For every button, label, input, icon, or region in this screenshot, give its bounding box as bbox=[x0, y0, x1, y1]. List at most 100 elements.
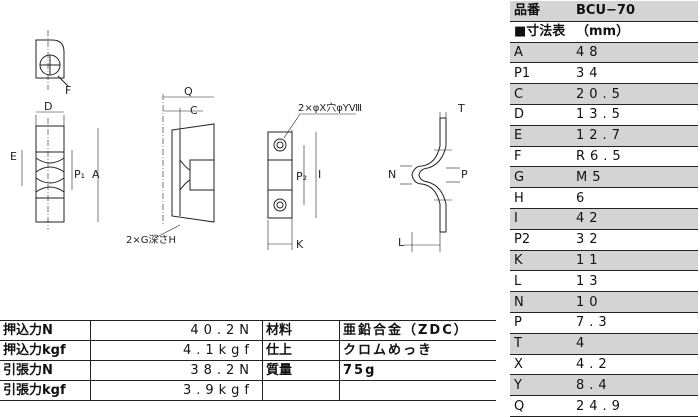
top-view bbox=[35, 30, 69, 90]
dimension-key: E bbox=[510, 125, 572, 147]
dimension-key: N bbox=[510, 291, 572, 313]
label-D: D bbox=[44, 100, 52, 113]
dimension-key: P1 bbox=[510, 62, 572, 85]
dimension-value: 7.3 bbox=[572, 312, 698, 334]
dimension-value: 24.9 bbox=[572, 395, 698, 417]
dimension-value: 20.5 bbox=[572, 83, 698, 105]
dims-header-row: ■寸法表 （mm） bbox=[510, 21, 698, 43]
dimension-key: I bbox=[510, 208, 572, 230]
label-A: A bbox=[92, 168, 100, 181]
dimension-value: 6 bbox=[572, 187, 698, 209]
side-view-middle bbox=[154, 94, 215, 239]
spec-label: 材料 bbox=[262, 320, 340, 341]
dimension-value: 34 bbox=[572, 62, 698, 85]
dimension-value: M5 bbox=[572, 166, 698, 189]
spec-value: 75g bbox=[339, 360, 496, 381]
dimension-value: 11 bbox=[572, 250, 698, 272]
label-hole: 2×φX穴φYⅧ bbox=[298, 101, 362, 114]
label-P1: P₁ bbox=[74, 168, 85, 181]
dimension-value: 4 bbox=[572, 333, 698, 355]
label-I: I bbox=[318, 168, 321, 181]
label-N: N bbox=[388, 168, 396, 181]
label-Q: Q bbox=[184, 85, 193, 98]
property-label: 押込力kgf bbox=[0, 340, 91, 361]
label-L: L bbox=[398, 236, 405, 249]
dimension-value: 13.5 bbox=[572, 104, 698, 126]
property-value: 4.1kgf bbox=[90, 340, 263, 361]
product-label: 品番 bbox=[510, 1, 572, 22]
dimension-value: 48 bbox=[572, 42, 698, 64]
dimension-key: A bbox=[510, 42, 572, 64]
dimension-key: C bbox=[510, 83, 572, 105]
label-T: T bbox=[457, 102, 465, 115]
dimension-value: 13 bbox=[572, 270, 698, 293]
label-C: C bbox=[190, 104, 198, 117]
property-label: 押込力N bbox=[0, 320, 91, 341]
product-code: BCU−70 bbox=[572, 1, 698, 22]
back-view bbox=[267, 113, 356, 250]
product-row: 品番 BCU−70 bbox=[510, 1, 698, 22]
label-E: E bbox=[10, 150, 17, 163]
dimension-key: L bbox=[510, 270, 572, 293]
property-label: 引張力N bbox=[0, 360, 91, 381]
dimension-key: G bbox=[510, 166, 572, 189]
dims-label: ■寸法表 bbox=[510, 21, 572, 43]
profile-view-right bbox=[400, 112, 460, 252]
spec-value bbox=[339, 380, 496, 401]
dimension-key: H bbox=[510, 187, 572, 209]
dimension-key: K bbox=[510, 250, 572, 272]
dimension-value: 42 bbox=[572, 208, 698, 230]
label-P2: P₂ bbox=[296, 170, 307, 183]
label-G: 2×G深さH bbox=[126, 234, 176, 246]
dimension-key: P bbox=[510, 312, 572, 334]
spec-label bbox=[262, 380, 340, 401]
dimension-value: 4.2 bbox=[572, 354, 698, 376]
dimension-value: 8.4 bbox=[572, 374, 698, 397]
dimension-key: P2 bbox=[510, 229, 572, 251]
dimension-value: 10 bbox=[572, 291, 698, 313]
spec-label: 仕上 bbox=[262, 340, 340, 361]
dimension-value: R6.5 bbox=[572, 146, 698, 168]
dimension-key: Y bbox=[510, 374, 572, 397]
dimension-key: X bbox=[510, 354, 572, 376]
dimension-key: Q bbox=[510, 395, 572, 417]
spec-value: クロムめっき bbox=[339, 340, 496, 361]
dimension-key: D bbox=[510, 104, 572, 126]
dimension-value: 12.7 bbox=[572, 125, 698, 147]
property-label: 引張力kgf bbox=[0, 380, 91, 401]
property-value: 38.2N bbox=[90, 360, 263, 381]
property-value: 3.9kgf bbox=[90, 380, 263, 401]
dimension-value: 32 bbox=[572, 229, 698, 251]
unit-label: （mm） bbox=[572, 21, 698, 43]
spec-label: 質量 bbox=[262, 360, 340, 381]
label-P: P bbox=[461, 168, 468, 181]
dimension-key: F bbox=[510, 146, 572, 168]
property-value: 40.2N bbox=[90, 320, 263, 341]
front-view-left bbox=[21, 111, 99, 230]
technical-drawing: F D E P₁ A Q C 2×G深さH 2×φX穴φYⅧ P₂ I K T … bbox=[10, 30, 468, 252]
label-K: K bbox=[296, 238, 304, 251]
